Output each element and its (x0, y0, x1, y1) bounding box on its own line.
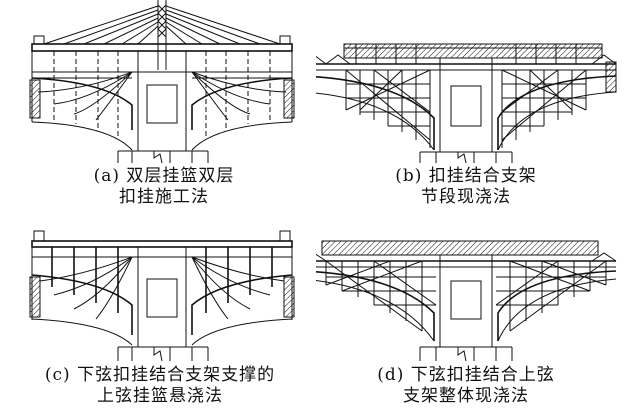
panel-a: (a) 双层挂篮双层 扣挂施工法 (14, 0, 314, 208)
caption-b-line1: (b) 扣挂结合支架 (395, 166, 537, 186)
caption-d: (d) 下弦扣挂结合上弦 支架整体现浇法 (316, 365, 616, 407)
panel-b: (b) 扣挂结合支架 节段现浇法 (316, 0, 617, 208)
caption-a: (a) 双层挂篮双层 扣挂施工法 (14, 166, 314, 208)
caption-c-line1: (c) 下弦扣挂结合支架支撑的 (44, 365, 276, 385)
caption-d-line1: (d) 下弦扣挂结合上弦 (377, 365, 555, 385)
diagram-lower-chord-upper-bracket-casting (316, 240, 617, 362)
caption-b: (b) 扣挂结合支架 节段现浇法 (316, 166, 616, 208)
caption-c: (c) 下弦扣挂结合支架支撑的 上弦挂篮悬浇法 (2, 365, 318, 407)
caption-a-line2: 扣挂施工法 (119, 187, 209, 207)
diagram-double-layer-hanging-basket (29, 0, 295, 164)
caption-a-line1: (a) 双层挂篮双层 (93, 166, 235, 186)
caption-c-line2: 上弦挂篮悬浇法 (97, 386, 223, 406)
diagram-lower-chord-hanging-basket (29, 230, 295, 362)
caption-b-line2: 节段现浇法 (421, 187, 511, 207)
panel-d: (d) 下弦扣挂结合上弦 支架整体现浇法 (316, 215, 617, 420)
diagram-hanging-bracket-segment-casting (316, 43, 617, 164)
panel-c: (c) 下弦扣挂结合支架支撑的 上弦挂篮悬浇法 (14, 215, 314, 420)
caption-d-line2: 支架整体现浇法 (403, 386, 529, 406)
